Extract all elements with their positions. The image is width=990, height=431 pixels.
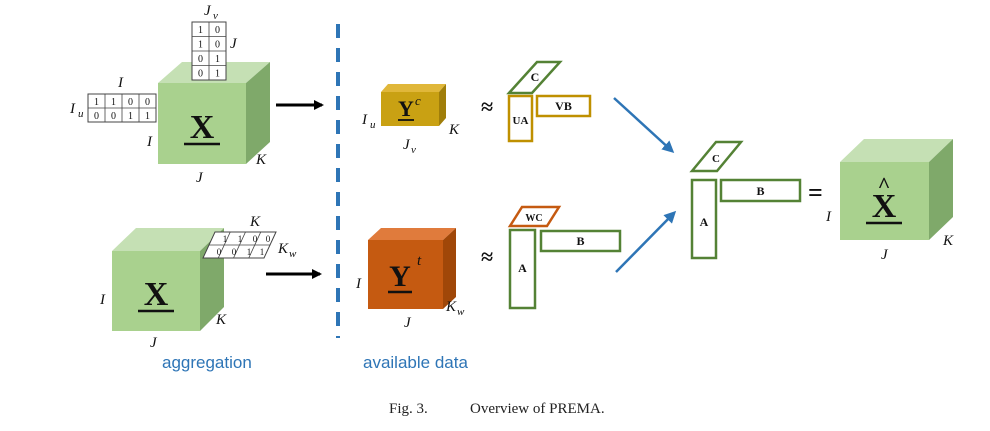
bottom-left-cube-label: X xyxy=(144,276,169,313)
jv-side-label: J xyxy=(230,36,238,52)
coupled-factors-bottom: ≈ WC A B xyxy=(481,205,622,310)
top-left-cube: X I J K xyxy=(146,62,270,186)
factor-c-top-label: C xyxy=(531,70,540,84)
equals-sign: = xyxy=(808,178,823,207)
kw-cell: 1 xyxy=(260,247,265,257)
shared-factors: C A B xyxy=(689,140,802,260)
jv-top-label: J xyxy=(204,3,212,19)
top-left-dim-j: J xyxy=(196,170,204,186)
yc-right-label: K xyxy=(448,122,460,138)
coupled-factors-top: ≈ C UA VB xyxy=(481,60,592,143)
blue-arrow-bottom xyxy=(615,210,677,273)
yt-cube: Y t I J K w xyxy=(355,228,465,331)
iu-cell: 0 xyxy=(145,97,150,108)
yc-sup: c xyxy=(415,93,421,108)
result-cube-label: X xyxy=(872,188,897,225)
figure-caption-text: Overview of PREMA. xyxy=(470,401,605,417)
available-data-label: available data xyxy=(363,353,468,372)
factor-b-bottom-label: B xyxy=(576,234,584,248)
result-dim-k: K xyxy=(942,233,954,249)
yc-bottom-label: J xyxy=(403,137,411,153)
yc-left-sub: u xyxy=(370,119,376,131)
result-dim-j: J xyxy=(881,247,889,263)
iu-row-sub: u xyxy=(78,108,84,120)
kw-side-label: K xyxy=(277,241,289,257)
iu-cell: 0 xyxy=(128,97,133,108)
kw-cell: 0 xyxy=(266,234,271,244)
iu-cell: 0 xyxy=(111,111,116,122)
yt-right-sub: w xyxy=(457,306,465,318)
top-left-cube-label: X xyxy=(190,109,215,146)
approx-bottom: ≈ xyxy=(481,244,493,269)
jv-cell: 1 xyxy=(215,54,220,65)
result-dim-i: I xyxy=(825,209,832,225)
kw-cell: 1 xyxy=(223,234,228,244)
yt-right-label: K xyxy=(445,299,457,315)
iu-row-label: I xyxy=(69,101,76,117)
figure-caption-prefix: Fig. 3. xyxy=(389,401,428,417)
jv-aggregation-matrix: 1 0 1 0 0 1 0 1 J v J xyxy=(191,3,238,81)
bottom-left-dim-k: K xyxy=(215,312,227,328)
kw-cell: 1 xyxy=(238,234,243,244)
jv-top-sub: v xyxy=(213,10,218,22)
reconstructed-cube: X ^ I J K xyxy=(825,139,954,263)
aggregation-label: aggregation xyxy=(162,353,252,372)
result-cube-hat: ^ xyxy=(878,172,891,197)
iu-cell: 1 xyxy=(111,97,116,108)
bottom-left-cube: X I J K xyxy=(99,228,227,351)
iu-cell: 1 xyxy=(128,111,133,122)
kw-top-label: K xyxy=(249,214,261,230)
blue-arrow-top xyxy=(613,97,675,154)
kw-cell: 1 xyxy=(247,247,252,257)
jv-cell: 1 xyxy=(215,69,220,80)
factor-wc-label: WC xyxy=(525,213,542,224)
kw-cell: 0 xyxy=(217,247,222,257)
yc-bottom-sub: v xyxy=(411,144,416,156)
factor-ua-label: UA xyxy=(513,115,529,127)
top-left-dim-i: I xyxy=(146,134,153,150)
kw-side-sub: w xyxy=(289,248,297,260)
bottom-left-dim-i: I xyxy=(99,292,106,308)
jv-cell: 1 xyxy=(198,25,203,36)
jv-cell: 1 xyxy=(198,40,203,51)
yt-left-label: I xyxy=(355,276,362,292)
factor-c-result-label: C xyxy=(712,153,720,165)
iu-aggregation-matrix: 1 1 0 0 0 0 1 1 I I u xyxy=(69,75,157,123)
jv-cell: 0 xyxy=(198,69,203,80)
yc-label: Y xyxy=(398,96,414,121)
jv-cell: 0 xyxy=(215,25,220,36)
factor-a-bottom-label: A xyxy=(518,261,527,275)
yt-bottom-label: J xyxy=(404,315,412,331)
factor-vb-label: VB xyxy=(555,99,572,113)
approx-top: ≈ xyxy=(481,94,493,119)
kw-cell: 0 xyxy=(232,247,237,257)
iu-col-label: I xyxy=(117,75,124,91)
factor-b-result-label: B xyxy=(756,184,764,198)
iu-cell: 1 xyxy=(145,111,150,122)
kw-aggregation-matrix: 1 1 0 0 0 0 1 1 K K w xyxy=(202,214,297,260)
jv-cell: 0 xyxy=(198,54,203,65)
yt-sup: t xyxy=(417,253,422,269)
iu-cell: 0 xyxy=(94,111,99,122)
kw-cell: 0 xyxy=(253,234,258,244)
yt-label: Y xyxy=(389,260,411,293)
factor-a-result-label: A xyxy=(700,215,709,229)
iu-cell: 1 xyxy=(94,97,99,108)
top-left-dim-k: K xyxy=(255,152,267,168)
jv-cell: 0 xyxy=(215,40,220,51)
yc-left-label: I xyxy=(361,112,368,128)
yc-cuboid: Y c I u J v K xyxy=(361,84,460,156)
bottom-left-dim-j: J xyxy=(150,335,158,351)
